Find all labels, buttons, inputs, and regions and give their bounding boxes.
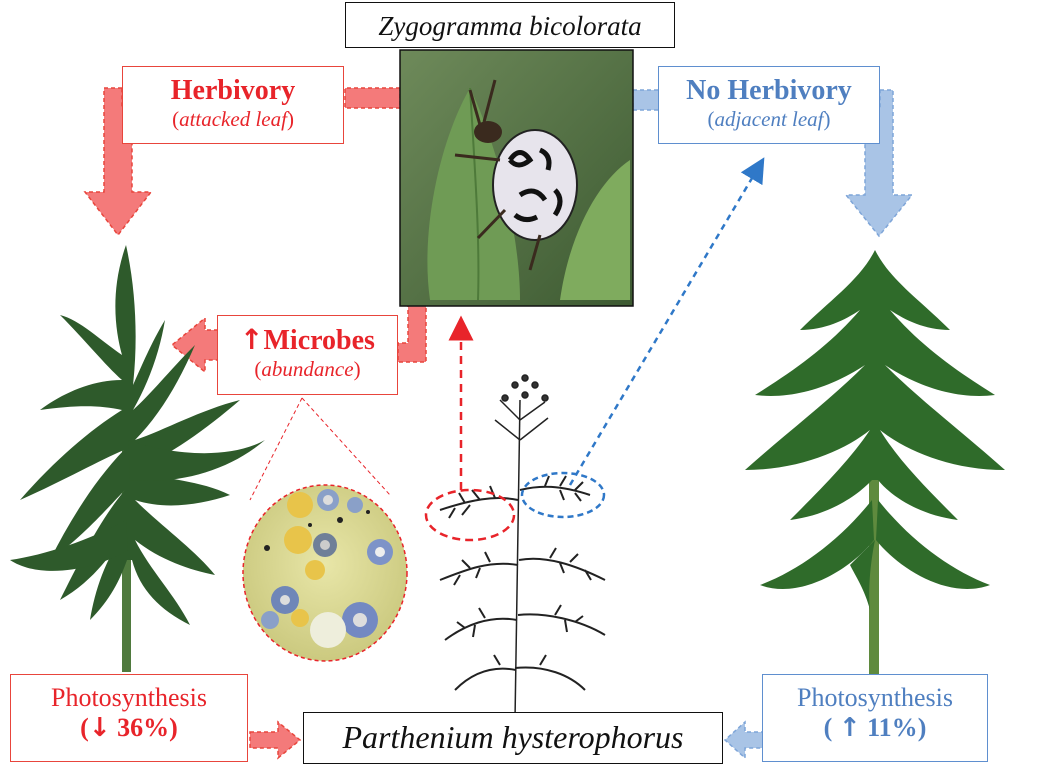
plant-name-box: Parthenium hysterophorus [303, 712, 723, 764]
beetle-body-icon [492, 129, 578, 241]
no-herbivory-title: No Herbivory [686, 75, 852, 106]
microbes-box: ↑Microbes (abundance) [217, 315, 398, 395]
photosynthesis-adjacent-label: Photosynthesis [796, 683, 954, 712]
herbivory-subtitle-wrap: (attacked leaf) [172, 107, 294, 132]
photosynthesis-adjacent-value: 11% [867, 712, 918, 742]
attacked-to-plant-arrow [249, 720, 302, 760]
attacked-leaf-icon [10, 245, 265, 672]
photosynthesis-adjacent-value-wrap: ( ↑ 11%) [823, 712, 927, 743]
adjacent-leaf-icon [745, 250, 1005, 675]
insect-name: Zygogramma bicolorata [378, 11, 642, 41]
adjacent-leaf-highlight [520, 471, 606, 519]
adjacent-to-plant-arrow [723, 720, 766, 760]
beetle-photo [399, 49, 634, 307]
photosynthesis-adjacent-box: Photosynthesis ( ↑ 11%) [762, 674, 988, 762]
plant-name: Parthenium hysterophorus [342, 719, 684, 755]
no-herbivory-box: No Herbivory (adjacent leaf) [658, 66, 880, 144]
up-arrow-icon: ↑ [838, 712, 861, 743]
microbes-subtitle: abundance [261, 357, 354, 382]
microbes-title-wrap: ↑Microbes [218, 323, 397, 357]
microbes-subtitle-wrap: (abundance) [254, 357, 361, 382]
photosynthesis-attacked-box: Photosynthesis (↓ 36%) [10, 674, 248, 762]
parthenium-plant-icon [439, 374, 606, 721]
photosynthesis-attacked-value-wrap: (↓ 36%) [80, 712, 178, 743]
herbivory-box: Herbivory (attacked leaf) [122, 66, 344, 144]
photosynthesis-attacked-label: Photosynthesis [50, 683, 208, 712]
attacked-leaf-highlight [424, 488, 516, 542]
microbes-title: Microbes [263, 325, 375, 356]
herbivory-title: Herbivory [170, 75, 296, 106]
no-herbivory-subtitle-wrap: (adjacent leaf) [707, 107, 831, 132]
photosynthesis-attacked-value: 36% [117, 712, 170, 742]
no-herbivory-subtitle: adjacent leaf [714, 107, 824, 132]
down-arrow-icon: ↓ [88, 712, 111, 743]
herbivory-subtitle: attacked leaf [179, 107, 287, 132]
microbes-arrow-icon: ↑ [240, 323, 264, 356]
microbe-culture-icon [242, 397, 408, 662]
insect-name-box: Zygogramma bicolorata [345, 2, 675, 48]
